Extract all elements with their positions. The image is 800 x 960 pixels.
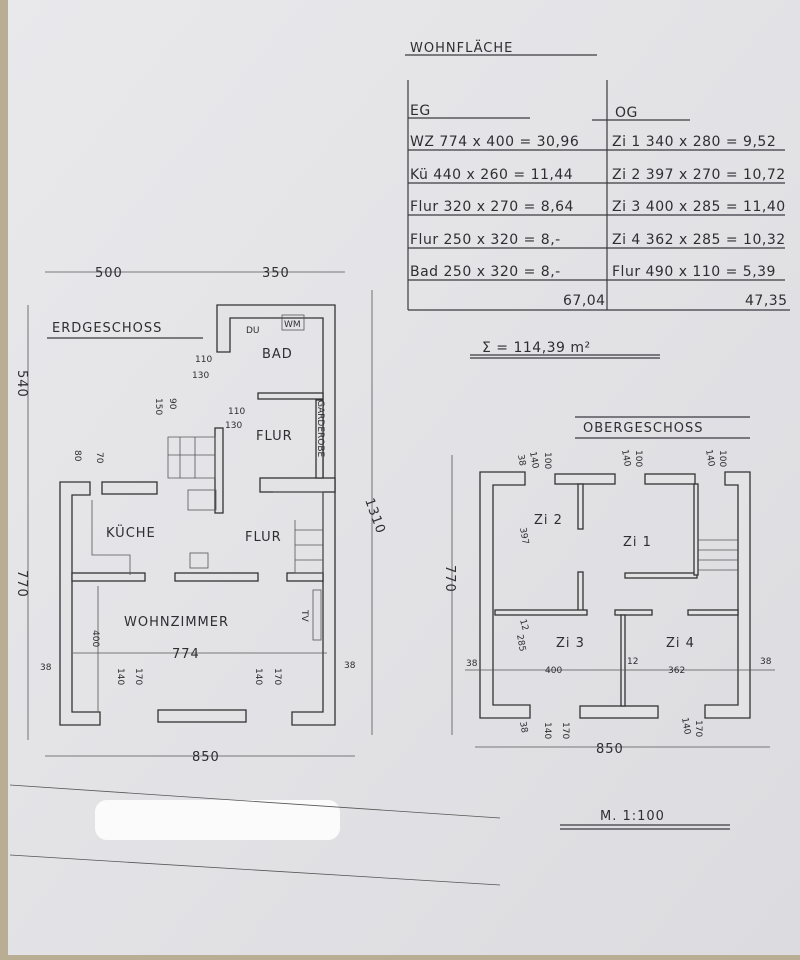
og-total: 47,35 [745, 293, 788, 309]
flur-label-1: FLUR [256, 429, 293, 444]
dimension-label: 850 [192, 750, 220, 765]
dimension-label: 70 [94, 452, 104, 464]
total-sum: Σ = 114,39 m² [482, 340, 591, 356]
area-table-title: WOHNFLÄCHE [405, 40, 597, 56]
dimension-label: 38 [517, 721, 529, 734]
dimension-label: 140 [619, 449, 632, 468]
dimension-label: 350 [262, 266, 290, 281]
upper-floor-plan: OBERGESCHOSS Zi 2 Zi 1 Zi 3 Zi 4 770 850… [442, 416, 775, 757]
redacted-signature [95, 800, 340, 840]
tv-label: TV [299, 609, 309, 622]
dimension-label: 140 [703, 449, 716, 468]
dimension-label: 90 [167, 398, 177, 410]
dimension-label: 38 [760, 657, 772, 667]
dimension-label: 285 [514, 634, 527, 653]
eg-area-row: Bad 250 x 320 = 8,- [410, 264, 561, 280]
dimension-label: 362 [668, 666, 685, 676]
dimension-label: 150 [153, 398, 163, 415]
dimension-label: 850 [596, 742, 624, 757]
og-area-row: Zi 1 340 x 280 = 9,52 [612, 134, 776, 150]
upper-floor-title: OBERGESCHOSS [583, 421, 704, 436]
ground-floor-title: ERDGESCHOSS [52, 321, 162, 336]
dimension-label: 400 [90, 630, 100, 647]
eg-area-row: Flur 320 x 270 = 8,64 [410, 199, 574, 215]
scale-note: M. 1:100 [560, 809, 730, 830]
dimension-label: 38 [515, 454, 527, 467]
dimension-label: 170 [272, 668, 282, 685]
area-table: EG OG WZ 774 x 400 = 30,96 Zi 1 340 x 280… [407, 80, 790, 359]
dimension-label: 140 [679, 717, 692, 736]
og-area-row: Flur 490 x 110 = 5,39 [612, 264, 776, 280]
dimension-label: 170 [693, 720, 703, 737]
dimension-label: 397 [517, 527, 530, 546]
dimension-label: 110 [195, 355, 212, 365]
eg-area-row: WZ 774 x 400 = 30,96 [410, 134, 579, 150]
dimension-label: 774 [172, 647, 200, 662]
dimension-label: 140 [115, 668, 125, 685]
dimension-label: 38 [466, 659, 478, 669]
dimension-label: 130 [225, 421, 242, 431]
dimension-label: WOHNFLÄCHE [410, 40, 513, 56]
og-area-row: Zi 2 397 x 270 = 10,72 [612, 167, 786, 183]
dimension-label: 770 [14, 570, 29, 598]
flur-label-2: FLUR [245, 530, 282, 545]
dimension-label: 400 [545, 666, 562, 676]
zi4-label: Zi 4 [666, 636, 695, 651]
wohnzimmer-label: WOHNZIMMER [124, 615, 229, 630]
du-label: DU [246, 326, 260, 336]
kueche-label: KÜCHE [106, 524, 156, 541]
zi3-label: Zi 3 [556, 636, 585, 651]
dimension-label: 170 [133, 668, 143, 685]
dimension-label: 100 [542, 452, 552, 469]
dimension-label: 540 [14, 370, 29, 398]
dimension-label: M. 1:100 [600, 809, 665, 824]
bad-label: BAD [262, 347, 293, 362]
zi2-label: Zi 2 [534, 513, 563, 528]
eg-header: EG [410, 103, 431, 119]
dimension-label: 100 [633, 450, 643, 467]
ground-floor-plan: ERDGESCHOSS WM DU BAD FLUR FLUR GARDEROB… [14, 266, 388, 765]
dimension-label: 110 [228, 407, 245, 417]
dimension-label: 770 [442, 565, 457, 593]
garderobe-label: GARDEROBE [315, 400, 325, 458]
og-header: OG [615, 105, 638, 121]
dimension-label: 170 [560, 722, 570, 739]
dimension-label: 500 [95, 266, 123, 281]
og-area-row: Zi 3 400 x 285 = 11,40 [612, 199, 786, 215]
wm-label: WM [284, 320, 301, 330]
eg-total: 67,04 [563, 293, 606, 309]
dimension-label: 80 [72, 450, 82, 462]
dimension-label: 140 [253, 668, 263, 685]
dimension-label: 12 [517, 618, 530, 632]
dimension-label: 140 [542, 722, 552, 739]
dimension-label: 100 [717, 450, 727, 467]
eg-area-row: Kü 440 x 260 = 11,44 [410, 167, 573, 183]
dimension-label: 12 [627, 657, 638, 667]
dimension-label: 140 [527, 451, 540, 470]
dimension-label: 130 [192, 371, 209, 381]
dimension-label: 38 [344, 661, 356, 671]
og-area-row: Zi 4 362 x 285 = 10,32 [612, 232, 786, 248]
eg-area-row: Flur 250 x 320 = 8,- [410, 232, 561, 248]
dimension-label: 38 [40, 663, 52, 673]
zi1-label: Zi 1 [623, 535, 652, 550]
